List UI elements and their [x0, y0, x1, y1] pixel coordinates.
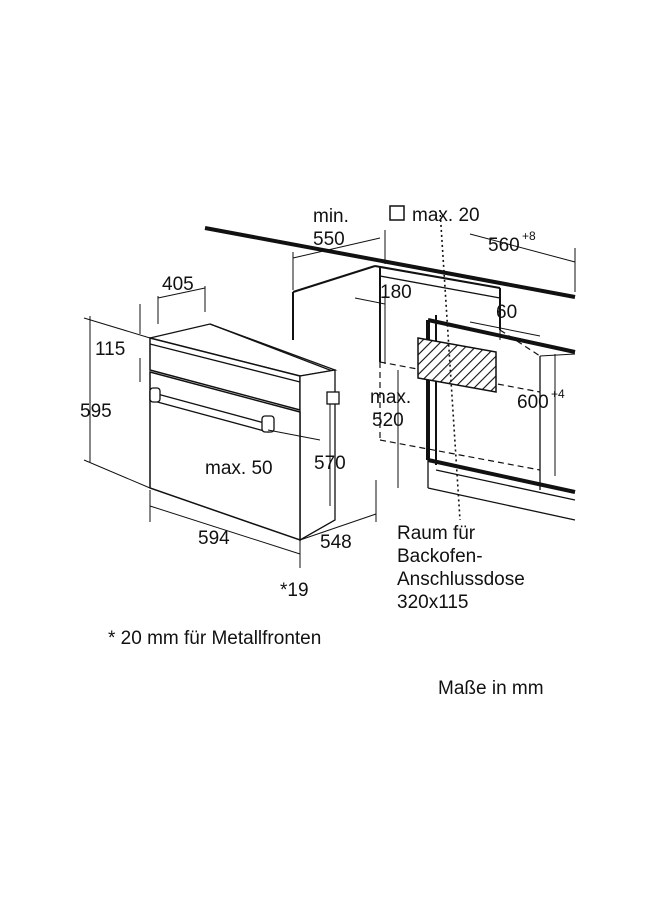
dim-560-value: 560	[488, 235, 520, 256]
dim-595-value: 595	[80, 401, 112, 422]
socket-note-line3: Anschlussdose	[397, 569, 525, 590]
center-line	[439, 209, 461, 521]
dim-405-value: 405	[162, 274, 194, 295]
units-note: Maße in mm	[438, 678, 544, 699]
dim-560-tolerance: +8	[522, 229, 536, 243]
dim-548-value: 548	[320, 532, 352, 553]
socket-note-line1: Raum für	[397, 523, 476, 544]
dim-19-label: *19	[280, 580, 309, 601]
dim-600-tolerance: +4	[551, 387, 565, 401]
dim-max520-value: 520	[372, 410, 404, 431]
dimension-lines	[83, 205, 576, 568]
dim-594-value: 594	[198, 528, 230, 549]
dim-115-value: 115	[95, 339, 125, 360]
dim-max520-label: max.	[370, 387, 411, 408]
footnote: * 20 mm für Metallfronten	[108, 628, 321, 649]
dim-60-value: 60	[496, 302, 517, 323]
dim-max50-label: max. 50	[205, 458, 273, 479]
dim-min-label: min.	[313, 206, 349, 227]
socket-note-line2: Backofen-	[397, 546, 483, 567]
dim-600-value: 600	[517, 392, 549, 413]
dim-max20-label: max. 20	[412, 205, 480, 226]
dim-180-value: 180	[380, 282, 412, 303]
socket-note-line4: 320x115	[397, 592, 469, 613]
dim-550-value: 550	[313, 229, 345, 250]
oven-body	[149, 323, 340, 542]
dim-570-value: 570	[314, 453, 346, 474]
socket-space	[417, 337, 497, 393]
